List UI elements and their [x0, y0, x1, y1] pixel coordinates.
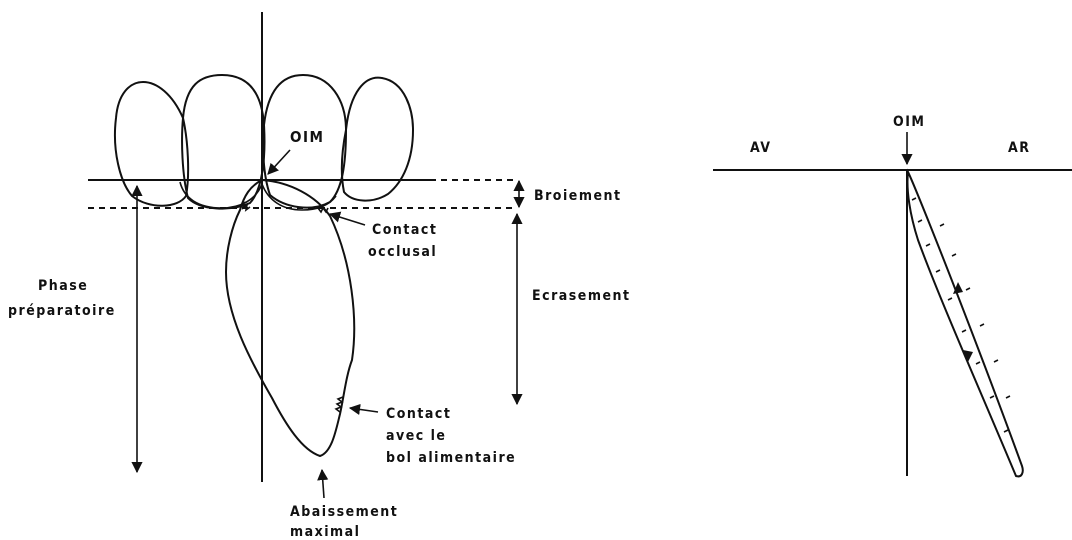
abaissement-arrow	[322, 470, 324, 498]
abaissement-label-1: Abaissement	[290, 504, 398, 520]
contact-bol-label-3: bol alimentaire	[386, 450, 516, 466]
frontal-chewing-diagram: OIM Broiement Contact occlusal Ecrasemen…	[8, 12, 631, 540]
oim-label-right: OIM	[893, 114, 925, 130]
chewing-envelope	[226, 180, 354, 456]
loop-tick-marks	[912, 198, 1010, 432]
contact-bol-label-1: Contact	[386, 406, 451, 422]
broiement-label: Broiement	[534, 188, 622, 204]
contact-bol-arrow	[350, 408, 378, 412]
phase-preparatoire-label-2: préparatoire	[8, 303, 116, 319]
ar-label: AR	[1008, 140, 1030, 156]
abaissement-label-2: maximal	[290, 524, 361, 540]
contact-occlusal-label-2: occlusal	[368, 244, 437, 260]
sagittal-chewing-diagram: AV OIM AR	[713, 114, 1072, 476]
oim-arrow-left	[268, 150, 290, 174]
contact-occlusal-label-1: Contact	[372, 222, 437, 238]
contact-bol-label-2: avec le	[386, 428, 446, 444]
contact-occlusal-arrow	[330, 214, 365, 225]
av-label: AV	[750, 140, 772, 156]
ecrasement-label: Ecrasement	[532, 288, 631, 304]
teeth-row	[115, 75, 413, 210]
phase-preparatoire-label-1: Phase	[38, 278, 88, 294]
oim-label-left: OIM	[290, 128, 324, 146]
tooth-4	[342, 78, 413, 201]
tooth-1	[115, 82, 188, 206]
